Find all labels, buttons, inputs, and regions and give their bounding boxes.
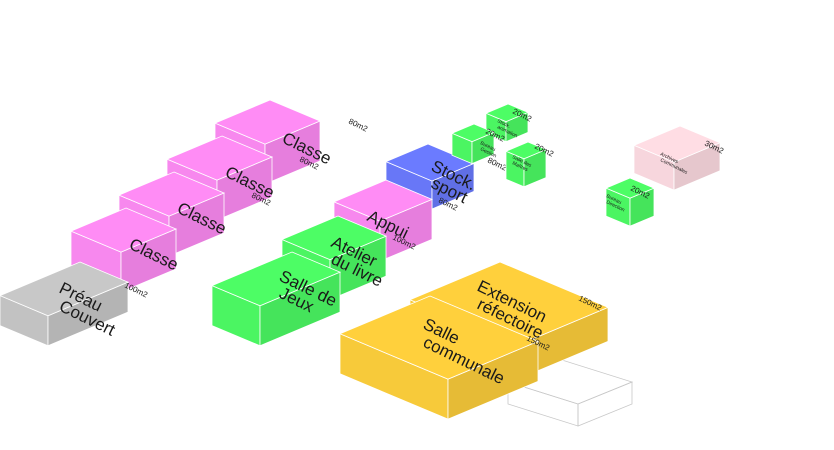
block-label: Stock. [496,118,511,129]
block-top-face [632,125,722,163]
block-top-face [210,251,342,307]
block-top-face [450,123,496,143]
block-top-face [504,141,548,160]
block-top-face [338,295,540,380]
block-top-face [69,207,178,253]
block-top-face [332,179,434,222]
block-area: 80m2 [486,156,508,173]
block-top-face [213,99,322,145]
block-top-face [604,177,656,199]
block-top-face [484,103,530,123]
block-area: 80m2 [347,117,369,134]
block-top-face [165,135,274,181]
block-classe-4: Classe [69,207,181,293]
block-top-face [117,171,226,217]
block-top-face [280,215,388,261]
block-top-face [0,261,130,317]
